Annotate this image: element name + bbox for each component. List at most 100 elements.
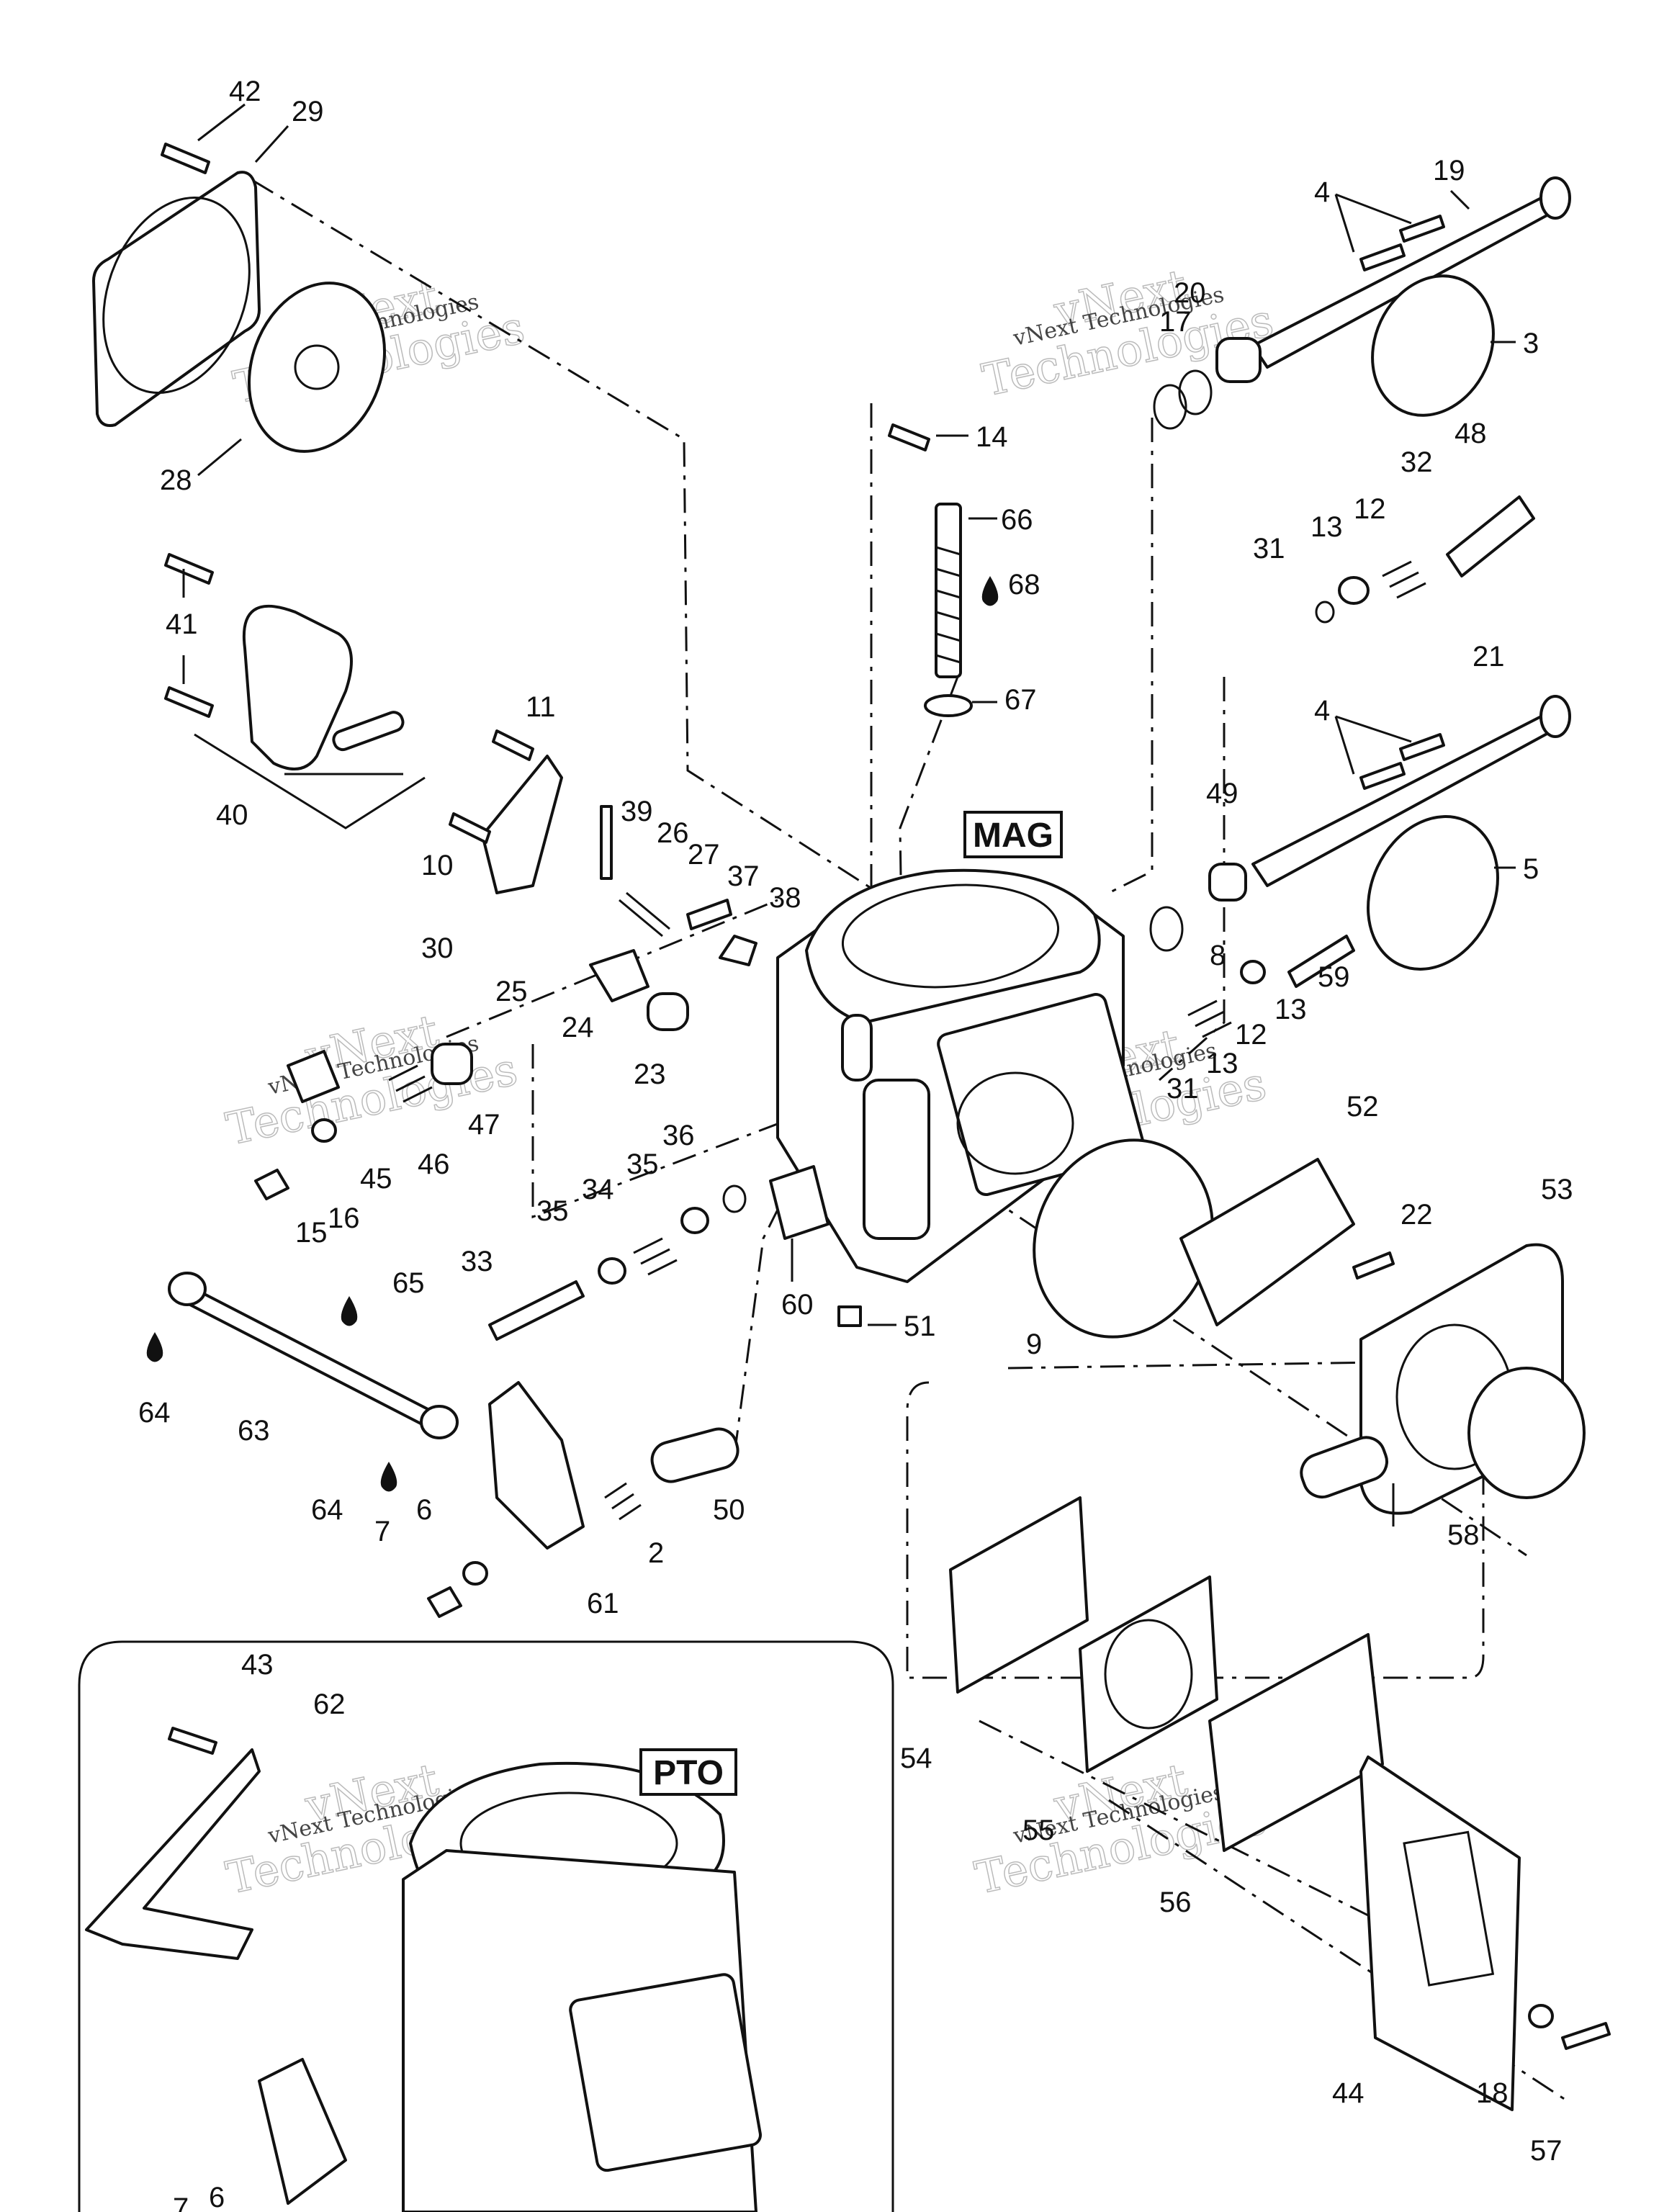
pump-opening	[956, 1071, 1074, 1175]
oring-17	[1178, 369, 1213, 415]
screw-14	[888, 423, 930, 451]
pin-40	[332, 711, 405, 752]
callout: 68	[1008, 569, 1040, 601]
shaft-end-19	[1539, 176, 1571, 220]
assembly-line	[531, 1044, 894, 1219]
spring-46	[388, 1064, 433, 1103]
seat-23	[647, 992, 689, 1031]
pto-tag: PTO	[639, 1748, 737, 1796]
callout: 19	[1433, 155, 1465, 186]
washer-35	[680, 1207, 709, 1234]
pump-face-pto	[569, 1973, 762, 2172]
clip-51	[837, 1305, 862, 1327]
callout: 5	[1523, 853, 1539, 885]
screw-4c	[1359, 762, 1406, 790]
spring-34	[633, 1237, 678, 1276]
screw-10	[449, 812, 491, 844]
callout: 4	[1314, 176, 1330, 208]
screw-4	[1359, 243, 1406, 271]
callout: 35	[536, 1195, 569, 1227]
callout: 10	[421, 850, 454, 881]
gasket-54	[949, 1496, 1089, 1694]
callout: 48	[1455, 418, 1487, 449]
callout: 44	[1332, 2077, 1364, 2109]
callout: 23	[634, 1058, 666, 1090]
callout: 55	[1022, 1815, 1055, 1846]
callout: 46	[418, 1148, 450, 1180]
callout: 62	[313, 1689, 346, 1720]
washer-35b	[598, 1257, 626, 1285]
callout: 20	[1174, 277, 1206, 309]
spring-12	[1382, 560, 1426, 599]
callout: 66	[1001, 504, 1033, 536]
leader-line	[1449, 189, 1470, 210]
callout: 24	[562, 1012, 594, 1043]
leader-line	[1334, 716, 1355, 775]
screw-43	[168, 1727, 217, 1755]
bracket-62	[85, 1748, 261, 1960]
callout: 28	[160, 464, 192, 496]
washer-67	[924, 694, 973, 717]
assembly-line	[979, 1719, 1398, 1931]
assembly-line	[1108, 418, 1154, 894]
callout: 7	[374, 1516, 390, 1547]
lubricant-drops	[146, 576, 999, 1492]
callout: 52	[1346, 1091, 1379, 1123]
oring-36	[722, 1184, 747, 1213]
cover-56	[1208, 1633, 1384, 1852]
mag-tag: MAG	[963, 811, 1063, 858]
callout: 63	[238, 1415, 270, 1447]
rod-end-63b	[420, 1405, 459, 1439]
oring-31	[1315, 601, 1335, 624]
callout: 47	[468, 1109, 500, 1141]
needle-seat-24	[589, 949, 649, 1002]
callout: 33	[461, 1246, 493, 1277]
washer-16	[311, 1118, 337, 1143]
callout: 6	[416, 1494, 432, 1526]
lever-pto	[258, 2058, 347, 2205]
screw-41	[164, 553, 214, 585]
rod-end-63	[168, 1272, 207, 1306]
lever-61	[488, 1381, 585, 1550]
leader-line	[254, 125, 289, 163]
screw-57	[1561, 2022, 1611, 2050]
screw-41b	[164, 686, 214, 718]
callout: 12	[1235, 1019, 1267, 1051]
bracket-44-window	[1403, 1830, 1495, 1987]
callout: 26	[657, 817, 689, 849]
callout: 13	[1310, 511, 1343, 543]
bracket-line-40	[194, 733, 426, 830]
callout: 2	[648, 1537, 664, 1569]
inlet-barrel	[863, 1079, 930, 1240]
bolt-thread	[935, 546, 961, 664]
bracket-45	[287, 1050, 340, 1103]
leader-line	[1335, 715, 1412, 743]
washer-13b	[1240, 960, 1266, 984]
screw-4b	[1399, 215, 1445, 243]
callout-labels: 42 29 28 41 40 11 10 30 39 26 27 37 38 2…	[138, 76, 1573, 2212]
callout: 42	[229, 76, 261, 107]
callout: 50	[713, 1494, 745, 1526]
screw-22	[1352, 1251, 1395, 1280]
oring-8	[1149, 906, 1184, 952]
shaft-end-21	[1539, 695, 1571, 738]
callout: 57	[1530, 2135, 1563, 2167]
part-47	[431, 1043, 473, 1085]
throttle-plate-5	[1367, 815, 1499, 971]
callout: 16	[328, 1202, 360, 1234]
assembly-line	[899, 676, 959, 1066]
callout: 51	[904, 1310, 936, 1342]
assembly-line	[251, 179, 879, 894]
mounting-flange-mag	[805, 868, 1101, 1024]
drop-icon	[981, 576, 999, 606]
bushing-20	[1215, 337, 1262, 383]
callout: 67	[1004, 684, 1037, 716]
callout: 25	[495, 976, 528, 1007]
callout: 27	[688, 839, 720, 871]
callout: 4	[1314, 695, 1330, 727]
gasket-opening	[102, 196, 251, 395]
callout: 43	[241, 1649, 274, 1681]
screw-boss	[841, 1014, 873, 1082]
callout: 9	[1026, 1328, 1042, 1360]
callout: 31	[1253, 533, 1285, 565]
